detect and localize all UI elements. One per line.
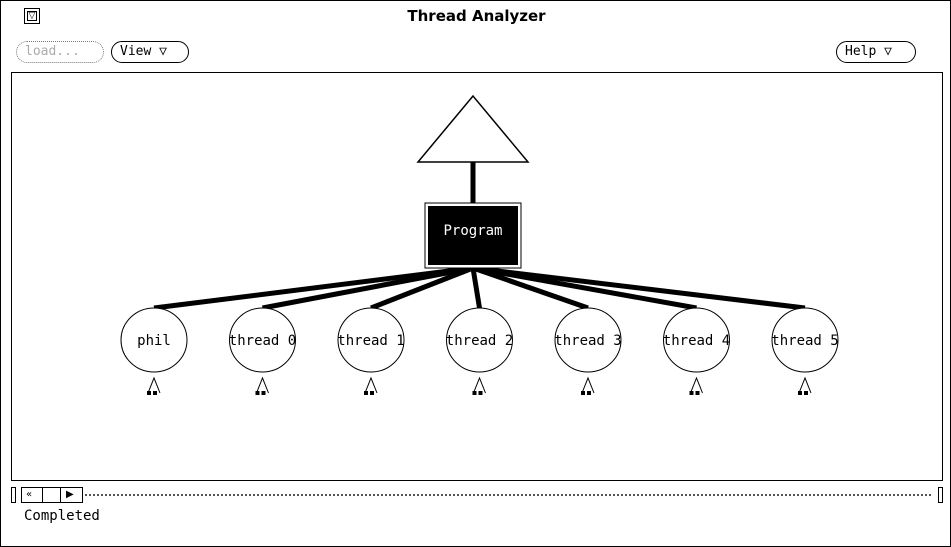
- thread-nodes: phil thread 0 thread 1 thread 2 thread 3 thre…: [120, 307, 839, 395]
- thread-node-thread-0[interactable]: thread 0: [229, 307, 296, 373]
- expand-children-icon[interactable]: [364, 376, 378, 395]
- edge-thread-0: [262, 265, 474, 311]
- scroll-right-icon[interactable]: ▶: [66, 489, 74, 500]
- program-node-label: Program: [443, 223, 502, 239]
- graph-edges: [153, 265, 806, 311]
- expand-children-icon[interactable]: [689, 376, 703, 395]
- horizontal-scrollbar[interactable]: « ▶: [11, 487, 943, 503]
- thread-node-thread-3[interactable]: thread 3: [554, 307, 622, 373]
- graph-canvas: Program phil thread 0 thread 1 thread 2 thre…: [11, 72, 943, 481]
- status-message: Completed: [24, 508, 100, 524]
- thread-node-label: thread 0: [229, 333, 296, 349]
- edge-thread-5: [472, 265, 806, 311]
- edge-thread-1: [370, 265, 474, 311]
- window-menu-button[interactable]: ▽: [24, 8, 40, 24]
- thread-node-label: phil: [137, 333, 171, 349]
- expand-children-icon[interactable]: [147, 376, 161, 395]
- expand-children-icon[interactable]: [581, 376, 595, 395]
- load-button[interactable]: load...: [16, 41, 104, 63]
- thread-node-phil[interactable]: phil: [120, 307, 188, 373]
- thread-node-label: thread 3: [554, 333, 621, 349]
- scrollbar-right-cap: [938, 487, 943, 503]
- thread-node-thread-4[interactable]: thread 4: [663, 307, 730, 373]
- scroll-left-icon[interactable]: «: [26, 489, 33, 500]
- thread-node-label: thread 4: [663, 333, 730, 349]
- window-title: Thread Analyzer: [407, 7, 546, 25]
- expand-children-icon[interactable]: [472, 376, 486, 395]
- thread-node-thread-5[interactable]: thread 5: [771, 307, 839, 373]
- view-menu-button[interactable]: View ▽: [111, 41, 189, 63]
- thread-graph: Program phil thread 0 thread 1 thread 2 thre…: [120, 94, 839, 395]
- scrollbar-left-cap: [11, 487, 16, 503]
- help-menu-button[interactable]: Help ▽: [836, 41, 916, 63]
- program-node[interactable]: Program: [424, 202, 522, 269]
- thread-node-label: thread 1: [337, 333, 404, 349]
- elevator-divider-2: [60, 488, 61, 502]
- scrollbar-elevator[interactable]: « ▶: [21, 487, 83, 503]
- expand-children-icon[interactable]: [798, 376, 812, 395]
- elevator-divider: [42, 488, 43, 502]
- thread-node-label: thread 2: [446, 333, 513, 349]
- edge-thread-3: [472, 265, 589, 311]
- thread-node-thread-2[interactable]: thread 2: [446, 307, 513, 373]
- edge-thread-2: [470, 267, 482, 309]
- window-menu-icon: ▽: [27, 11, 37, 21]
- thread-node-label: thread 5: [771, 333, 838, 349]
- scrollbar-track[interactable]: [85, 494, 931, 496]
- edge-phil: [153, 265, 474, 311]
- expand-children-icon[interactable]: [255, 376, 269, 395]
- expand-parent-icon[interactable]: [416, 94, 530, 163]
- thread-node-thread-1[interactable]: thread 1: [337, 307, 405, 373]
